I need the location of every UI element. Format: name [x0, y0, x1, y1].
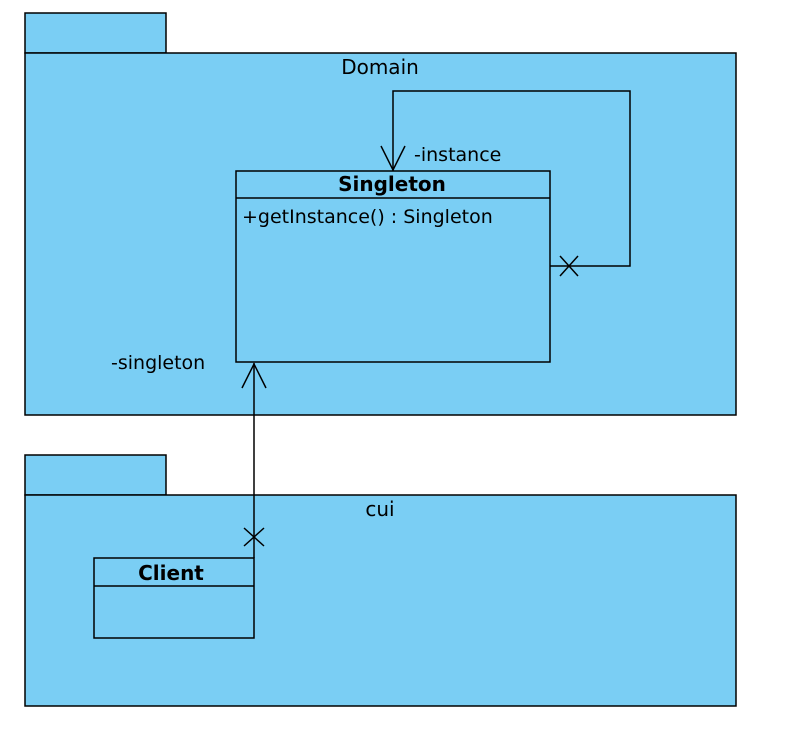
class-singleton[interactable]: Singleton +getInstance() : Singleton — [235, 170, 551, 363]
class-client-name: Client — [138, 561, 204, 585]
x-mark — [243, 527, 265, 547]
package-cui-name: cui — [365, 497, 394, 521]
role-label-singleton: -singleton — [111, 352, 205, 374]
open-arrow-head — [241, 362, 267, 389]
package-domain-tab — [24, 12, 167, 54]
x-mark — [559, 255, 579, 277]
open-arrow-head — [380, 145, 406, 172]
package-cui-tab — [24, 454, 167, 496]
package-domain-name: Domain — [341, 55, 419, 79]
class-singleton-box — [235, 170, 551, 363]
class-singleton-name: Singleton — [338, 172, 446, 196]
association-singleton-instance-line — [392, 90, 631, 267]
class-client-box — [93, 557, 255, 639]
class-client[interactable]: Client — [93, 557, 255, 639]
association-client-singleton[interactable]: -singleton — [111, 352, 267, 558]
class-singleton-operation: +getInstance() : Singleton — [242, 206, 493, 228]
association-singleton-instance[interactable]: -instance — [380, 90, 631, 277]
role-label-instance: -instance — [414, 144, 501, 166]
